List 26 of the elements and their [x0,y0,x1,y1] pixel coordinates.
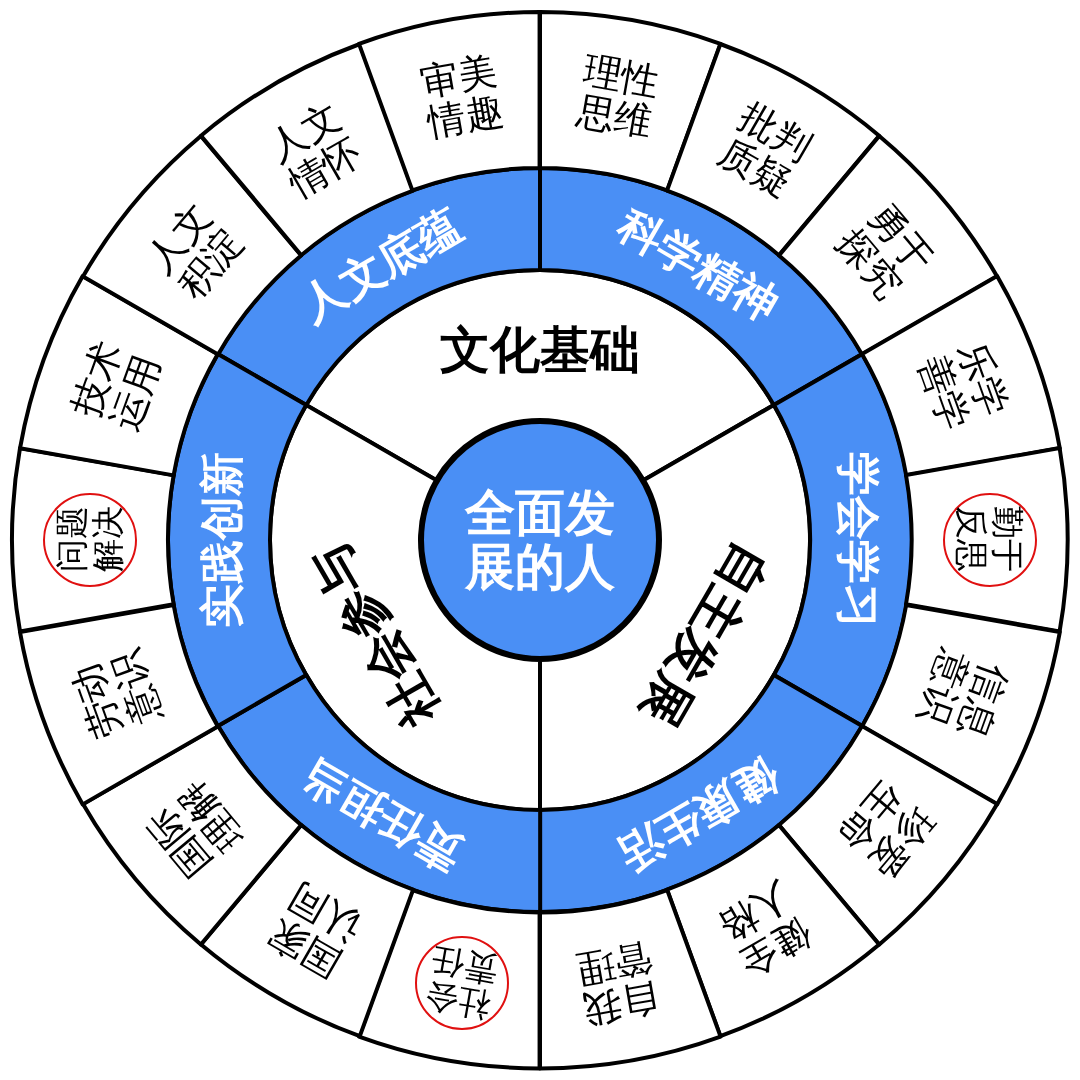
ring-label: 学会学习 [834,451,882,630]
ring-label: 勤于反思 [953,505,1026,575]
ring-label: 劳动意识 [64,642,170,746]
ring-label: 批判质疑 [710,94,821,206]
ring-label: 健全人格 [710,874,821,986]
ring-label: 自我管理 [572,935,665,1031]
ring-label: 技术运用 [64,334,170,438]
ring-label: 文化基础 [439,323,641,377]
ring-label: 理性思维 [572,49,665,145]
highlight-circle [414,936,509,1031]
ring-label: 全面发展的人 [463,486,616,594]
ring-label: 勇于探究 [827,193,942,308]
ring-label: 珍爱生命 [827,772,942,887]
ring-label: 国际理解 [138,772,253,887]
ring-label: 实践创新 [198,451,246,630]
ring-label: 人文积淀 [138,193,253,308]
ring-label: 问题解决 [53,505,126,575]
ring-label: 社会责任 [421,941,502,1024]
ring-label: 乐学善学 [910,334,1016,438]
highlight-circle [943,493,1037,587]
ring-label: 审美情趣 [415,49,508,145]
ring-label: 人文情怀 [259,94,370,206]
ring-label: 社会参与 [299,532,452,739]
ring-label: 自主发展 [628,532,781,739]
highlight-circle [43,493,137,587]
ring-label: 信息意识 [910,642,1016,746]
